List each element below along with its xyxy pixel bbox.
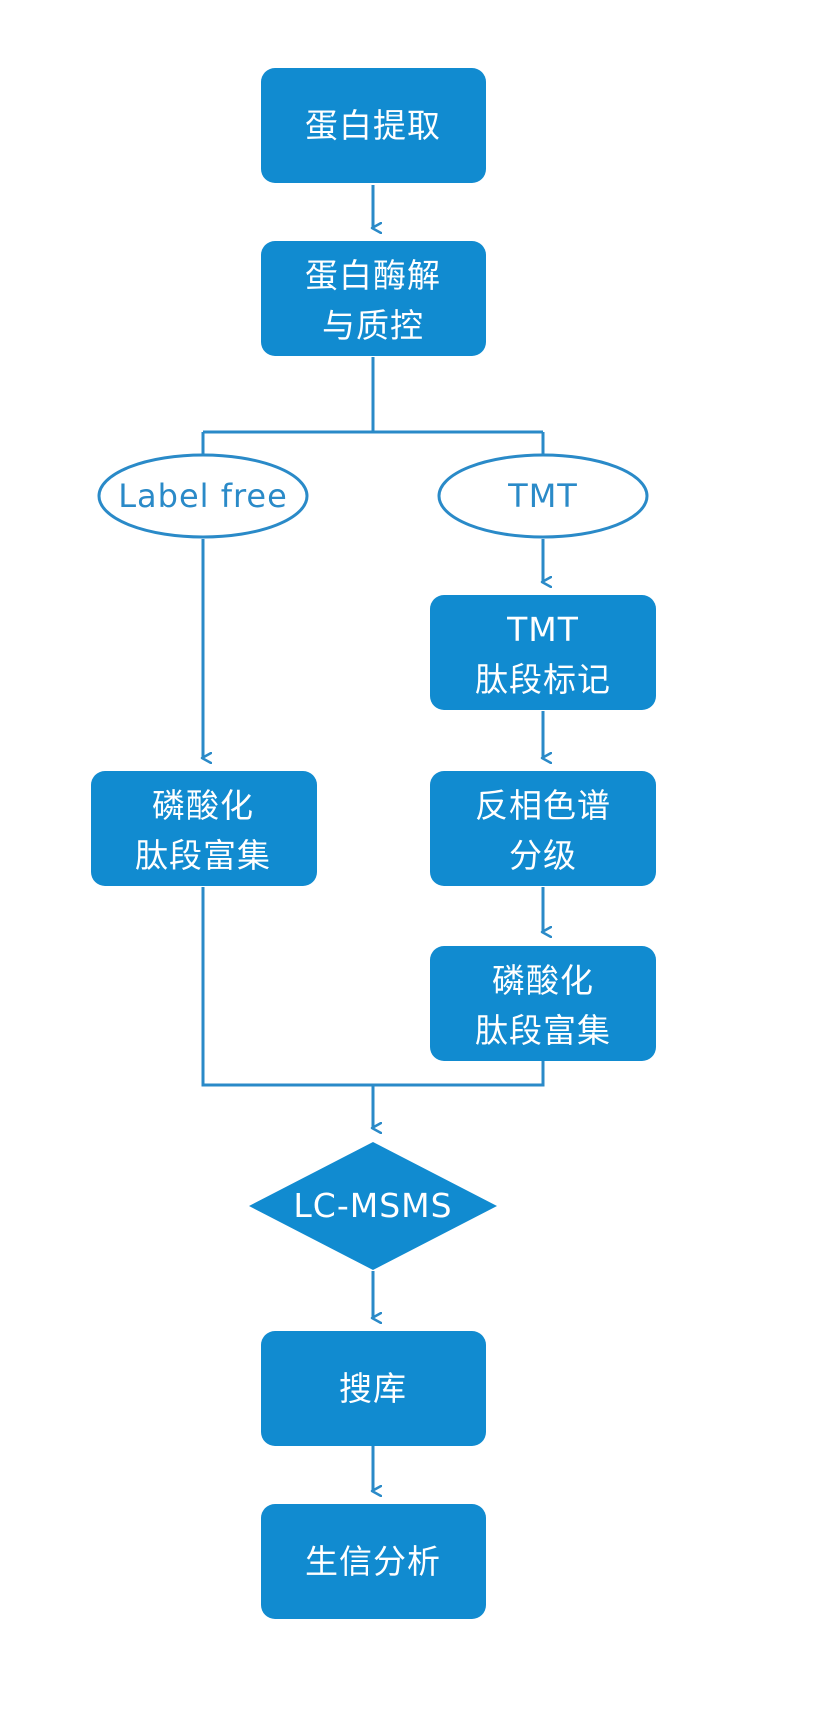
node-db-search-label: 搜库: [339, 1369, 407, 1408]
node-lcmsms: LC-MSMS: [249, 1142, 497, 1270]
node-enrich-right-label-line1: 磷酸化: [492, 961, 594, 1000]
node-digestion-qc-box: [261, 241, 486, 356]
node-tmt-oval: [437, 453, 649, 539]
node-rp-fractionation-label-line2: 分级: [509, 836, 577, 875]
connectors: [203, 185, 543, 1491]
node-bioinformatics-label: 生信分析: [305, 1542, 441, 1581]
branch-digestion-split: [201, 357, 545, 455]
node-tmt-labeling-label-line2: 肽段标记: [475, 660, 611, 699]
node-rp-fractionation-box: [430, 771, 656, 886]
node-label-free: Label free: [97, 453, 309, 539]
node-enrich-left: 磷酸化 肽段富集: [91, 771, 317, 886]
node-protein-extraction-label: 蛋白提取: [305, 106, 441, 145]
node-protein-extraction: 蛋白提取: [261, 68, 486, 183]
node-enrich-left-box: [91, 771, 317, 886]
node-enrich-left-label-line1: 磷酸化: [152, 786, 254, 825]
node-enrich-right-label-line2: 肽段富集: [475, 1011, 611, 1050]
node-bioinformatics: 生信分析: [261, 1504, 486, 1619]
node-label-free-label: Label free: [118, 477, 288, 515]
node-tmt-labeling-box: [430, 595, 656, 710]
node-digestion-qc-label-line1: 蛋白酶解: [305, 256, 441, 295]
node-rp-fractionation: 反相色谱 分级: [430, 771, 656, 886]
node-enrich-right: 磷酸化 肽段富集: [430, 946, 656, 1061]
node-db-search: 搜库: [261, 1331, 486, 1446]
node-lcmsms-label: LC-MSMS: [293, 1186, 452, 1225]
node-digestion-qc-label-line2: 与质控: [322, 306, 424, 345]
node-bioinformatics-box: [261, 1504, 486, 1619]
node-tmt-labeling-label-line1: TMT: [506, 610, 579, 649]
node-enrich-left-label-line2: 肽段富集: [135, 836, 271, 875]
node-label-free-oval: [97, 453, 309, 539]
node-tmt-labeling: TMT 肽段标记: [430, 595, 656, 710]
node-enrich-right-box: [430, 946, 656, 1061]
node-tmt: TMT: [437, 453, 649, 539]
node-rp-fractionation-label-line1: 反相色谱: [475, 786, 611, 825]
node-db-search-box: [261, 1331, 486, 1446]
node-tmt-label: TMT: [507, 477, 578, 515]
node-lcmsms-diamond: [249, 1142, 497, 1270]
node-digestion-qc: 蛋白酶解 与质控: [261, 241, 486, 356]
node-protein-extraction-box: [261, 68, 486, 183]
